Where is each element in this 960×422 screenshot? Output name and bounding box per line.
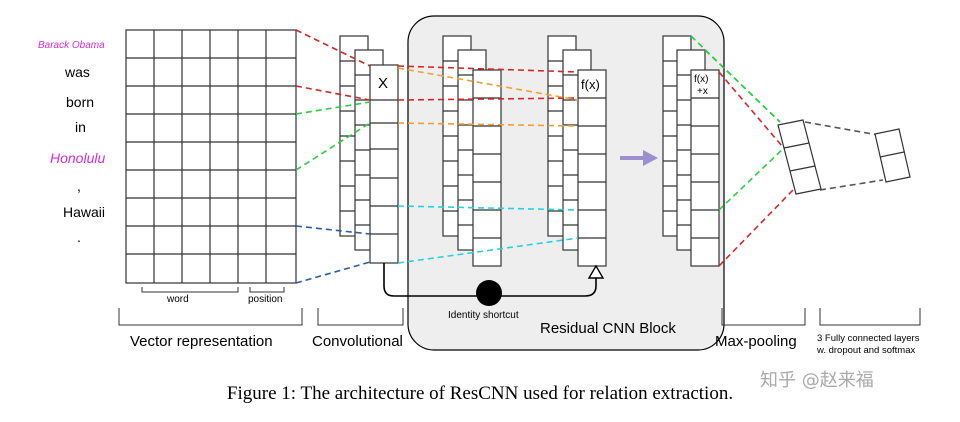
identity-shortcut-label: Identity shortcut	[448, 310, 519, 321]
convolutional-bracket	[317, 308, 404, 326]
conv-feature-maps	[339, 35, 399, 264]
word-bracket	[141, 287, 239, 293]
position-bracket	[249, 287, 285, 293]
convolutional-label: Convolutional	[312, 333, 403, 350]
embedding-matrix	[125, 29, 297, 284]
max-pooling-label: Max-pooling	[715, 333, 797, 350]
max-pooling-bracket	[721, 308, 806, 326]
conv-to-residual-connectors	[397, 65, 579, 264]
token-5: ,	[77, 178, 81, 194]
watermark: 知乎 @赵来福	[760, 370, 874, 391]
max-pooling-vector	[777, 119, 822, 195]
fully-connected-label-line1: 3 Fully connected layers	[817, 333, 920, 344]
residual-arrow	[620, 150, 658, 166]
vector-representation-bracket	[118, 308, 303, 326]
figure-caption: Figure 1: The architecture of ResCNN use…	[226, 383, 734, 404]
residual-block-label: Residual CNN Block	[540, 320, 676, 337]
fx-plus-x-label-line1: f(x)	[694, 74, 709, 85]
token-4: Honolulu	[50, 150, 106, 166]
token-0: Barack Obama	[38, 40, 105, 51]
fully-connected-label-line2: w. dropout and softmax	[817, 345, 916, 356]
word-label: word	[167, 294, 189, 305]
fully-connected-bracket	[819, 308, 921, 326]
pooling-connectors	[690, 35, 884, 267]
token-7: .	[77, 229, 81, 245]
token-3: in	[75, 119, 86, 135]
fx-plus-x-label-line2: +x	[697, 86, 708, 97]
position-label: position	[248, 294, 283, 305]
token-1: was	[65, 64, 90, 80]
x-cell-label: X	[378, 75, 389, 92]
matrix-to-conv-connectors	[295, 29, 371, 284]
vector-representation-label: Vector representation	[130, 333, 273, 350]
token-6: Hawaii	[63, 204, 106, 220]
identity-shortcut-node	[476, 280, 502, 306]
fx-cell-label: f(x)	[581, 77, 600, 92]
token-2: born	[66, 94, 95, 110]
residual-conv-stack-2	[547, 35, 607, 267]
residual-conv-stack-1	[442, 35, 502, 267]
residual-output-stack	[662, 35, 720, 267]
fully-connected-vector	[874, 128, 911, 183]
